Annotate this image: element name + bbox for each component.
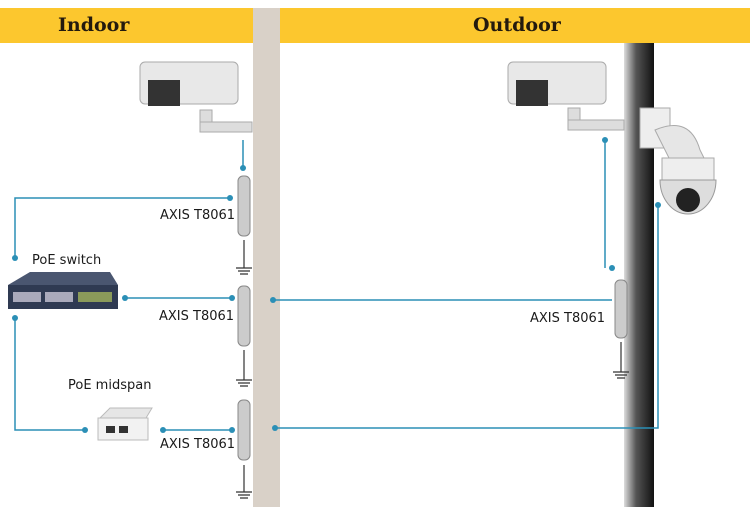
indoor-header: Indoor <box>0 8 253 43</box>
poe-midspan-label: PoE midspan <box>68 378 152 393</box>
outdoor-title: Outdoor <box>473 14 561 36</box>
poe-midspan-icon <box>97 407 153 441</box>
indoor-camera-icon <box>139 61 253 133</box>
cables <box>14 140 659 431</box>
poe-switch-icon <box>8 272 118 309</box>
ptz-dome-camera-icon <box>639 107 717 215</box>
outdoor-protector-label: AXIS T8061 <box>530 311 606 326</box>
protector-2-label: AXIS T8061 <box>159 309 235 324</box>
wall <box>253 8 280 507</box>
protector-1-label: AXIS T8061 <box>160 208 236 223</box>
cable-dots <box>12 137 661 433</box>
ground-icons <box>236 240 629 499</box>
protector-3-label: AXIS T8061 <box>160 437 236 452</box>
outdoor-camera-icon <box>507 61 625 131</box>
poe-switch-label: PoE switch <box>32 253 102 268</box>
surge-protector-icons <box>237 175 628 461</box>
outdoor-header: Outdoor <box>280 8 750 43</box>
indoor-title: Indoor <box>58 14 130 36</box>
